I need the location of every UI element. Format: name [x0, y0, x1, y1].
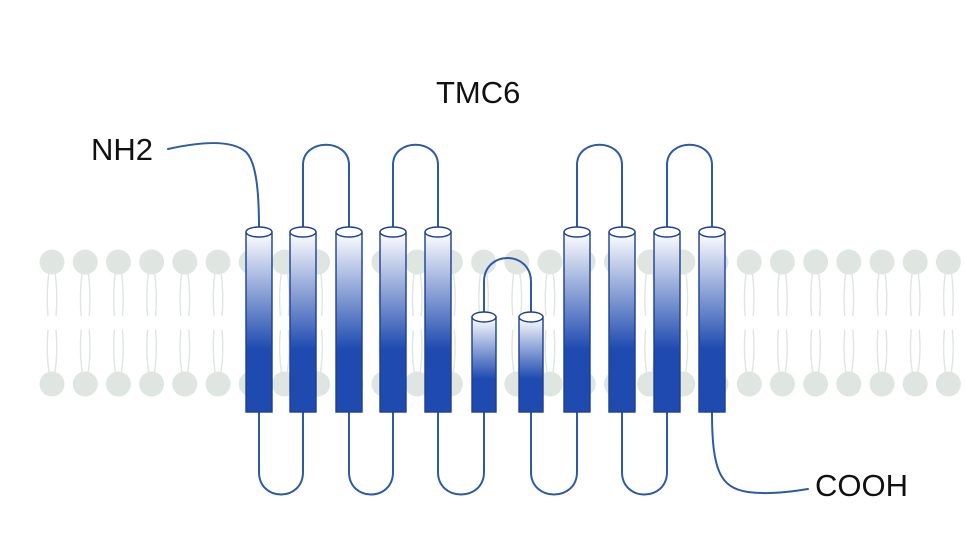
- lipid-molecule: [39, 249, 65, 397]
- helix-1: [245, 226, 273, 413]
- lipid-molecule: [736, 249, 762, 397]
- lipid-molecule: [205, 249, 231, 397]
- lipid-molecule: [172, 249, 198, 397]
- loop-segment-10: [621, 411, 668, 496]
- helices: [245, 226, 726, 413]
- lipid-molecule: [404, 249, 430, 397]
- loop-segment-5: [348, 411, 394, 496]
- lipid-molecule: [769, 249, 795, 397]
- helix-11: [698, 226, 726, 413]
- loop-segment-9: [576, 143, 623, 229]
- lipid-molecule: [504, 249, 530, 397]
- helix-6: [471, 311, 497, 413]
- helix-10: [653, 226, 681, 413]
- loop-segment-11: [666, 143, 713, 229]
- lipid-molecule: [803, 249, 829, 397]
- lipid-molecule: [139, 249, 165, 397]
- lipid-molecule: [869, 249, 895, 397]
- loop-segment-12: [711, 411, 809, 495]
- helix-9: [608, 226, 636, 413]
- protein-title: TMC6: [436, 75, 521, 110]
- helix-7: [518, 311, 544, 413]
- helix-5: [424, 226, 452, 413]
- helix-8: [563, 226, 591, 413]
- c-terminus-label: COOH: [815, 468, 908, 503]
- helix-2: [289, 226, 317, 413]
- lipid-molecule: [902, 249, 928, 397]
- loop-segment-3: [392, 143, 439, 229]
- lipid-molecule: [836, 249, 862, 397]
- loop-segment-7: [483, 257, 532, 315]
- lipid-molecule: [537, 249, 563, 397]
- loop-segment-8: [530, 411, 578, 496]
- helix-4: [379, 226, 407, 413]
- loop-segment-2: [302, 143, 350, 229]
- lipid-molecule: [72, 249, 98, 397]
- loops: [167, 142, 809, 496]
- lipid-bilayer: [39, 249, 961, 397]
- n-terminus-label: NH2: [91, 132, 154, 167]
- loop-segment-1: [167, 142, 260, 229]
- loop-segment-6: [437, 411, 485, 496]
- lipid-molecule: [105, 249, 131, 397]
- loop-segment-4: [258, 411, 304, 496]
- helix-3: [335, 226, 363, 413]
- lipid-molecule: [935, 249, 961, 397]
